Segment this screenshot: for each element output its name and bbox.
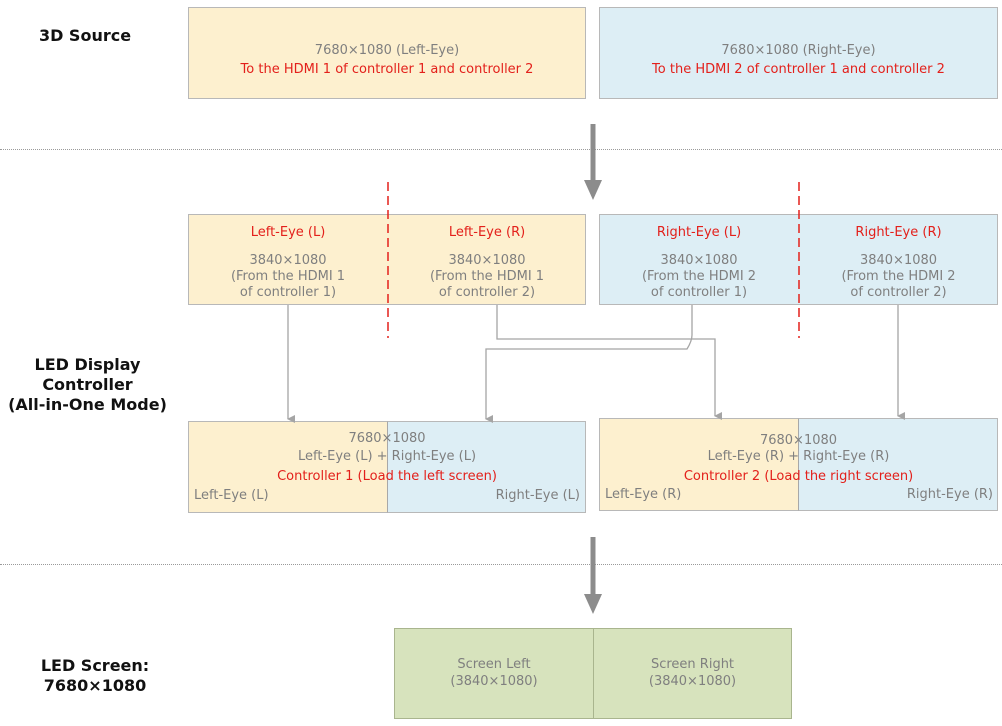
flow-arrow-down-1 — [584, 124, 602, 200]
input-1-from-line-2: of controller 1) — [239, 285, 337, 300]
controller-1-combo: Left-Eye (L) + Right-Eye (L) — [297, 449, 477, 464]
input-2-res: 3840×1080 — [448, 253, 526, 268]
input-3-from-line-2: of controller 1) — [650, 285, 748, 300]
label-screen-line-1: LED Screen: — [40, 656, 150, 675]
input-4-from-line-1: (From the HDMI 2 — [841, 269, 956, 284]
controller-1-name: Controller 1 (Load the left screen) — [277, 469, 497, 484]
screen-right-name: Screen Right — [650, 657, 735, 672]
flow-arrow-down-2 — [584, 537, 602, 614]
controller-2-right-label: Right-Eye (R) — [906, 487, 993, 502]
screen-left-res: (3840×1080) — [450, 674, 538, 689]
label-led-screen: LED Screen: 7680×1080 — [20, 656, 170, 696]
source-right-eye-box: 7680×1080 (Right-Eye) To the HDMI 2 of c… — [599, 7, 998, 99]
controller-1-right-half — [387, 421, 586, 513]
label-screen-line-2: 7680×1080 — [43, 676, 147, 695]
source-left-eye-box: 7680×1080 (Left-Eye) To the HDMI 1 of co… — [188, 7, 586, 99]
controller-2-left-half — [599, 418, 799, 511]
connector-right-eye-l — [485, 305, 693, 423]
source-right-target: To the HDMI 2 of controller 1 and contro… — [652, 62, 945, 77]
input-1-title: Left-Eye (L) — [250, 225, 326, 240]
controller-2-left-label: Left-Eye (R) — [605, 487, 682, 502]
input-2-from-line-1: (From the HDMI 1 — [429, 269, 545, 284]
section-divider-top — [0, 149, 1002, 150]
screen-right-panel: Screen Right (3840×1080) — [593, 628, 792, 719]
controller-2-name: Controller 2 (Load the right screen) — [683, 469, 914, 484]
label-led-display-controller: LED Display Controller (All-in-One Mode) — [0, 355, 175, 415]
input-1-res: 3840×1080 — [249, 253, 327, 268]
input-2-from-line-2: of controller 2) — [438, 285, 536, 300]
screen-left-name: Screen Left — [457, 657, 531, 672]
controller-2-res: 7680×1080 — [759, 433, 838, 448]
input-4-from-line-2: of controller 2) — [850, 285, 947, 300]
label-controller-line-1: LED Display — [34, 355, 141, 374]
controller-1-left-half — [188, 421, 388, 513]
input-3-title: Right-Eye (L) — [656, 225, 742, 240]
section-divider-bottom — [0, 564, 1002, 565]
label-3d-source: 3D Source — [38, 26, 132, 45]
controller-2-combo: Left-Eye (R) + Right-Eye (R) — [707, 449, 890, 464]
label-controller-line-3: (All-in-One Mode) — [8, 395, 167, 414]
input-group-left-eye — [188, 214, 586, 305]
input-3-from-line-1: (From the HDMI 2 — [641, 269, 757, 284]
connector-left-eye-r — [496, 305, 722, 420]
label-controller-line-2: Controller — [42, 375, 133, 394]
source-left-target: To the HDMI 1 of controller 1 and contro… — [240, 62, 534, 77]
screen-left-panel: Screen Left (3840×1080) — [394, 628, 594, 719]
screen-right-res: (3840×1080) — [648, 674, 737, 689]
input-1-from-line-1: (From the HDMI 1 — [230, 269, 346, 284]
controller-1-left-label: Left-Eye (L) — [194, 488, 269, 503]
input-3-res: 3840×1080 — [660, 253, 738, 268]
controller-1-right-label: Right-Eye (L) — [495, 488, 580, 503]
source-right-res: 7680×1080 (Right-Eye) — [721, 43, 876, 58]
controller-1-res: 7680×1080 — [348, 431, 426, 446]
input-2-title: Left-Eye (R) — [448, 225, 526, 240]
source-left-res: 7680×1080 (Left-Eye) — [314, 43, 460, 58]
input-4-title: Right-Eye (R) — [855, 225, 942, 240]
input-4-res: 3840×1080 — [859, 253, 938, 268]
